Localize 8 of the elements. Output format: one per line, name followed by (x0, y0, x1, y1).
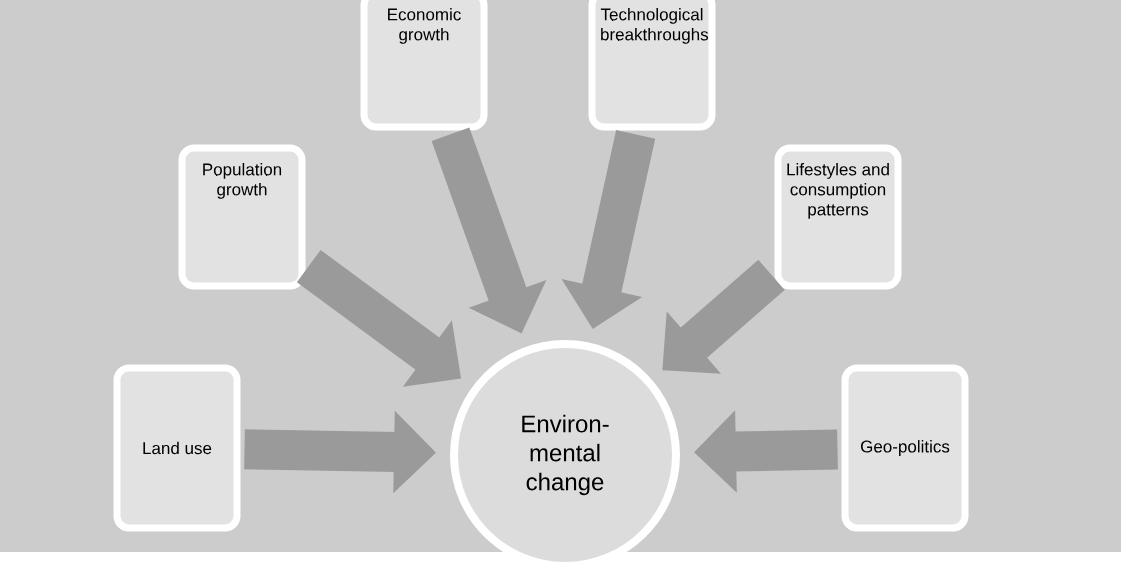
rounded-box: Land use (113, 364, 241, 532)
circle-node: Environ- mental change (450, 340, 680, 570)
rounded-box: Technological breakthroughs (588, 0, 716, 131)
block-arrow (662, 259, 785, 374)
rounded-box: Geo-politics (841, 364, 969, 532)
rounded-box: Population growth (178, 144, 306, 290)
rounded-box: Economic growth (360, 0, 488, 131)
rounded-box: Lifestyles and consumption patterns (774, 144, 902, 290)
